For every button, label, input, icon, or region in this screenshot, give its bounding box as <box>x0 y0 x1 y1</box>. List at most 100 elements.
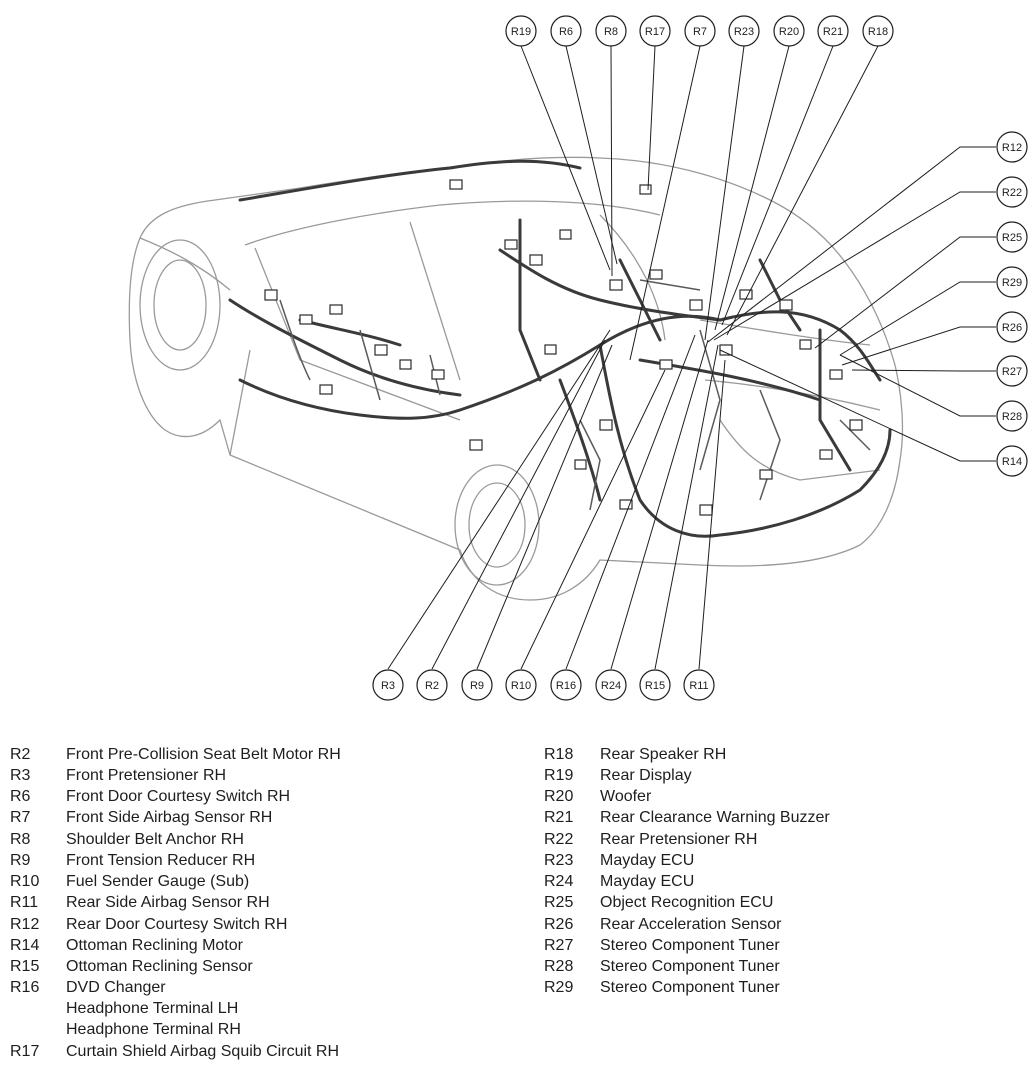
legend-code: R29 <box>544 979 574 996</box>
legend-description: Front Tension Reducer RH <box>66 852 256 869</box>
legend-code: R7 <box>10 809 31 826</box>
legend-code: R18 <box>544 746 574 763</box>
legend-description: Stereo Component Tuner <box>600 958 780 975</box>
wiring-harness-thin <box>279 279 871 511</box>
legend-description: Rear Pretensioner RH <box>600 831 758 848</box>
legend-code: R21 <box>544 809 574 826</box>
callout-R21: R21 <box>817 15 849 47</box>
callout-R11: R11 <box>683 669 715 701</box>
svg-text:R27: R27 <box>1002 366 1022 378</box>
callout-R6: R6 <box>550 15 582 47</box>
callout-R8: R8 <box>595 15 627 47</box>
legend-code: R19 <box>544 767 574 784</box>
legend-code: R28 <box>544 958 574 975</box>
legend-code: R2 <box>10 746 31 763</box>
callout-R20: R20 <box>773 15 805 47</box>
legend-code: R24 <box>544 873 574 890</box>
legend-description: Front Pretensioner RH <box>66 767 227 784</box>
legend-description: Mayday ECU <box>600 873 695 890</box>
callout-R3: R3 <box>372 669 404 701</box>
wiring-harness <box>228 159 892 538</box>
svg-text:R15: R15 <box>645 680 665 692</box>
legend-description: Mayday ECU <box>600 852 695 869</box>
legend-description: Rear Door Courtesy Switch RH <box>66 916 288 933</box>
svg-text:R29: R29 <box>1002 277 1022 289</box>
svg-text:R9: R9 <box>470 680 484 692</box>
svg-text:R19: R19 <box>511 26 531 38</box>
callouts-right: R12 R22 R25 R29 R26 R27 R28 R14 <box>996 131 1028 477</box>
legend-description: Object Recognition ECU <box>600 894 774 911</box>
legend-description: Ottoman Reclining Motor <box>66 937 243 954</box>
callout-R25: R25 <box>996 221 1028 253</box>
callout-R29: R29 <box>996 266 1028 298</box>
svg-text:R24: R24 <box>601 680 621 692</box>
svg-text:R7: R7 <box>693 26 707 38</box>
callout-R27: R27 <box>996 355 1028 387</box>
legend-code: R15 <box>10 958 40 975</box>
legend-code: R22 <box>544 831 574 848</box>
wiring-harness-diagram: R19 R6 R8 R17 R7 R23 R20 R21 R18 R12 R22… <box>128 15 1028 701</box>
callout-R9: R9 <box>461 669 493 701</box>
legend-description: Rear Display <box>600 767 692 784</box>
legend-description: Stereo Component Tuner <box>600 937 780 954</box>
svg-text:R20: R20 <box>779 26 799 38</box>
svg-text:R28: R28 <box>1002 411 1022 423</box>
legend-code: R10 <box>10 873 40 890</box>
legend-description: Rear Speaker RH <box>600 746 727 763</box>
callout-R23: R23 <box>728 15 760 47</box>
callout-R19: R19 <box>505 15 537 47</box>
svg-text:R11: R11 <box>689 680 708 692</box>
legend-description: Woofer <box>600 788 652 805</box>
svg-text:R25: R25 <box>1002 232 1022 244</box>
callout-R14: R14 <box>996 445 1028 477</box>
legend-code: R12 <box>10 916 40 933</box>
legend-code: R9 <box>10 852 31 869</box>
legend-code: R27 <box>544 937 574 954</box>
callout-R15: R15 <box>639 669 671 701</box>
legend-description: Rear Acceleration Sensor <box>600 916 782 933</box>
callout-R7: R7 <box>684 15 716 47</box>
legend-description: Rear Side Airbag Sensor RH <box>66 894 270 911</box>
legend-code: R11 <box>10 894 39 911</box>
connector-blocks <box>264 179 863 516</box>
legend-code: R14 <box>10 937 40 954</box>
legend-description: Front Door Courtesy Switch RH <box>66 788 291 805</box>
legend-description: Fuel Sender Gauge (Sub) <box>66 873 250 890</box>
svg-text:R23: R23 <box>734 26 754 38</box>
callout-R12: R12 <box>996 131 1028 163</box>
legend-description: Rear Clearance Warning Buzzer <box>600 809 830 826</box>
callout-R10: R10 <box>505 669 537 701</box>
car-body-outline <box>128 156 904 601</box>
legend-code: R23 <box>544 852 574 869</box>
callout-R26: R26 <box>996 311 1028 343</box>
callout-R22: R22 <box>996 176 1028 208</box>
callout-R18: R18 <box>862 15 894 47</box>
svg-text:R22: R22 <box>1002 187 1022 199</box>
svg-text:R17: R17 <box>645 26 665 38</box>
legend-code: R8 <box>10 831 31 848</box>
callout-R16: R16 <box>550 669 582 701</box>
svg-text:R12: R12 <box>1002 142 1022 154</box>
legend-code: R26 <box>544 916 574 933</box>
legend-code: R3 <box>10 767 31 784</box>
legend-description: Curtain Shield Airbag Squib Circuit RH <box>66 1043 340 1060</box>
svg-text:R21: R21 <box>823 26 843 38</box>
callout-R2: R2 <box>416 669 448 701</box>
svg-text:R26: R26 <box>1002 322 1022 334</box>
svg-text:R3: R3 <box>381 680 395 692</box>
callouts-top: R19 R6 R8 R17 R7 R23 R20 R21 R18 <box>505 15 894 47</box>
legend-description: Shoulder Belt Anchor RH <box>66 831 244 848</box>
legend-code: R20 <box>544 788 574 805</box>
legend-description: Front Pre-Collision Seat Belt Motor RH <box>66 746 341 763</box>
callouts-bottom: R3 R2 R9 R10 R16 R24 R15 R11 <box>372 669 715 701</box>
svg-text:R6: R6 <box>559 26 573 38</box>
legend-code: R17 <box>10 1043 40 1060</box>
legend-code: R25 <box>544 894 574 911</box>
legend-description: Stereo Component Tuner <box>600 979 780 996</box>
leader-lines <box>387 45 996 670</box>
svg-text:R2: R2 <box>425 680 439 692</box>
svg-text:R16: R16 <box>556 680 576 692</box>
legend-code: R6 <box>10 788 31 805</box>
svg-text:R10: R10 <box>511 680 531 692</box>
